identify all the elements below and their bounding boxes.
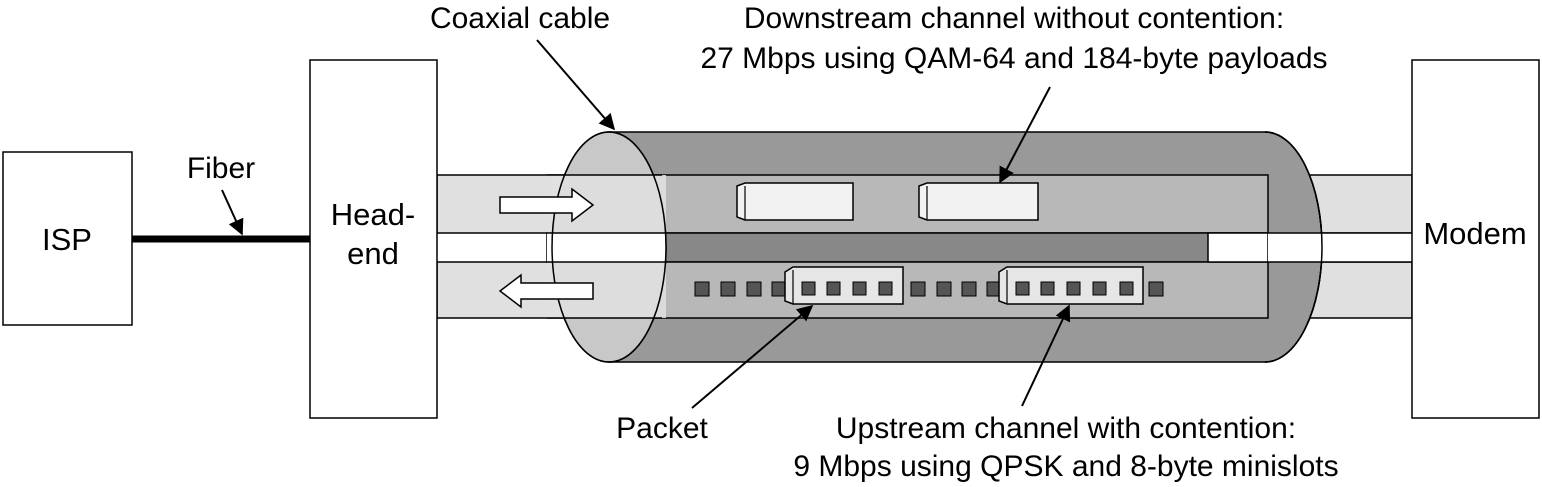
upstream-packet [998,266,1144,305]
coaxial-cylinder [546,131,1412,363]
upstream-label-line2: 9 Mbps using QPSK and 8-byte minislots [793,450,1338,483]
fiber-link: Fiber [132,152,310,243]
upstream-label-line1: Upstream channel with contention: [836,412,1296,445]
downstream-label-line2: 27 Mbps using QAM-64 and 184-byte payloa… [700,42,1327,75]
coaxial-pointer-arrow [536,39,616,131]
fiber-pointer-arrow [221,189,244,236]
upstream-pointer-arrow [1021,304,1071,407]
upstream-minislots [694,281,1164,297]
headend-node: Head- end [309,59,438,419]
downstream-direction-arrow [499,187,595,223]
upstream-direction-arrow [498,273,594,309]
downstream-label-line1: Downstream channel without contention: [744,2,1284,35]
isp-node: ISP [2,151,133,326]
downstream-packet [918,182,1039,221]
fiber-label: Fiber [187,152,255,185]
headend-label-line1: Head- [331,197,415,232]
isp-label: ISP [42,222,92,257]
modem-label: Modem [1423,216,1526,251]
downstream-pointer-arrow [999,86,1051,184]
downstream-packet [736,182,854,221]
headend-label-line2: end [347,236,399,271]
packet-pointer-arrow [691,304,814,409]
packet-label: Packet [616,412,708,445]
coaxial-cable-label: Coaxial cable [430,2,610,35]
upstream-packet [784,266,904,305]
modem-node: Modem [1411,59,1540,419]
